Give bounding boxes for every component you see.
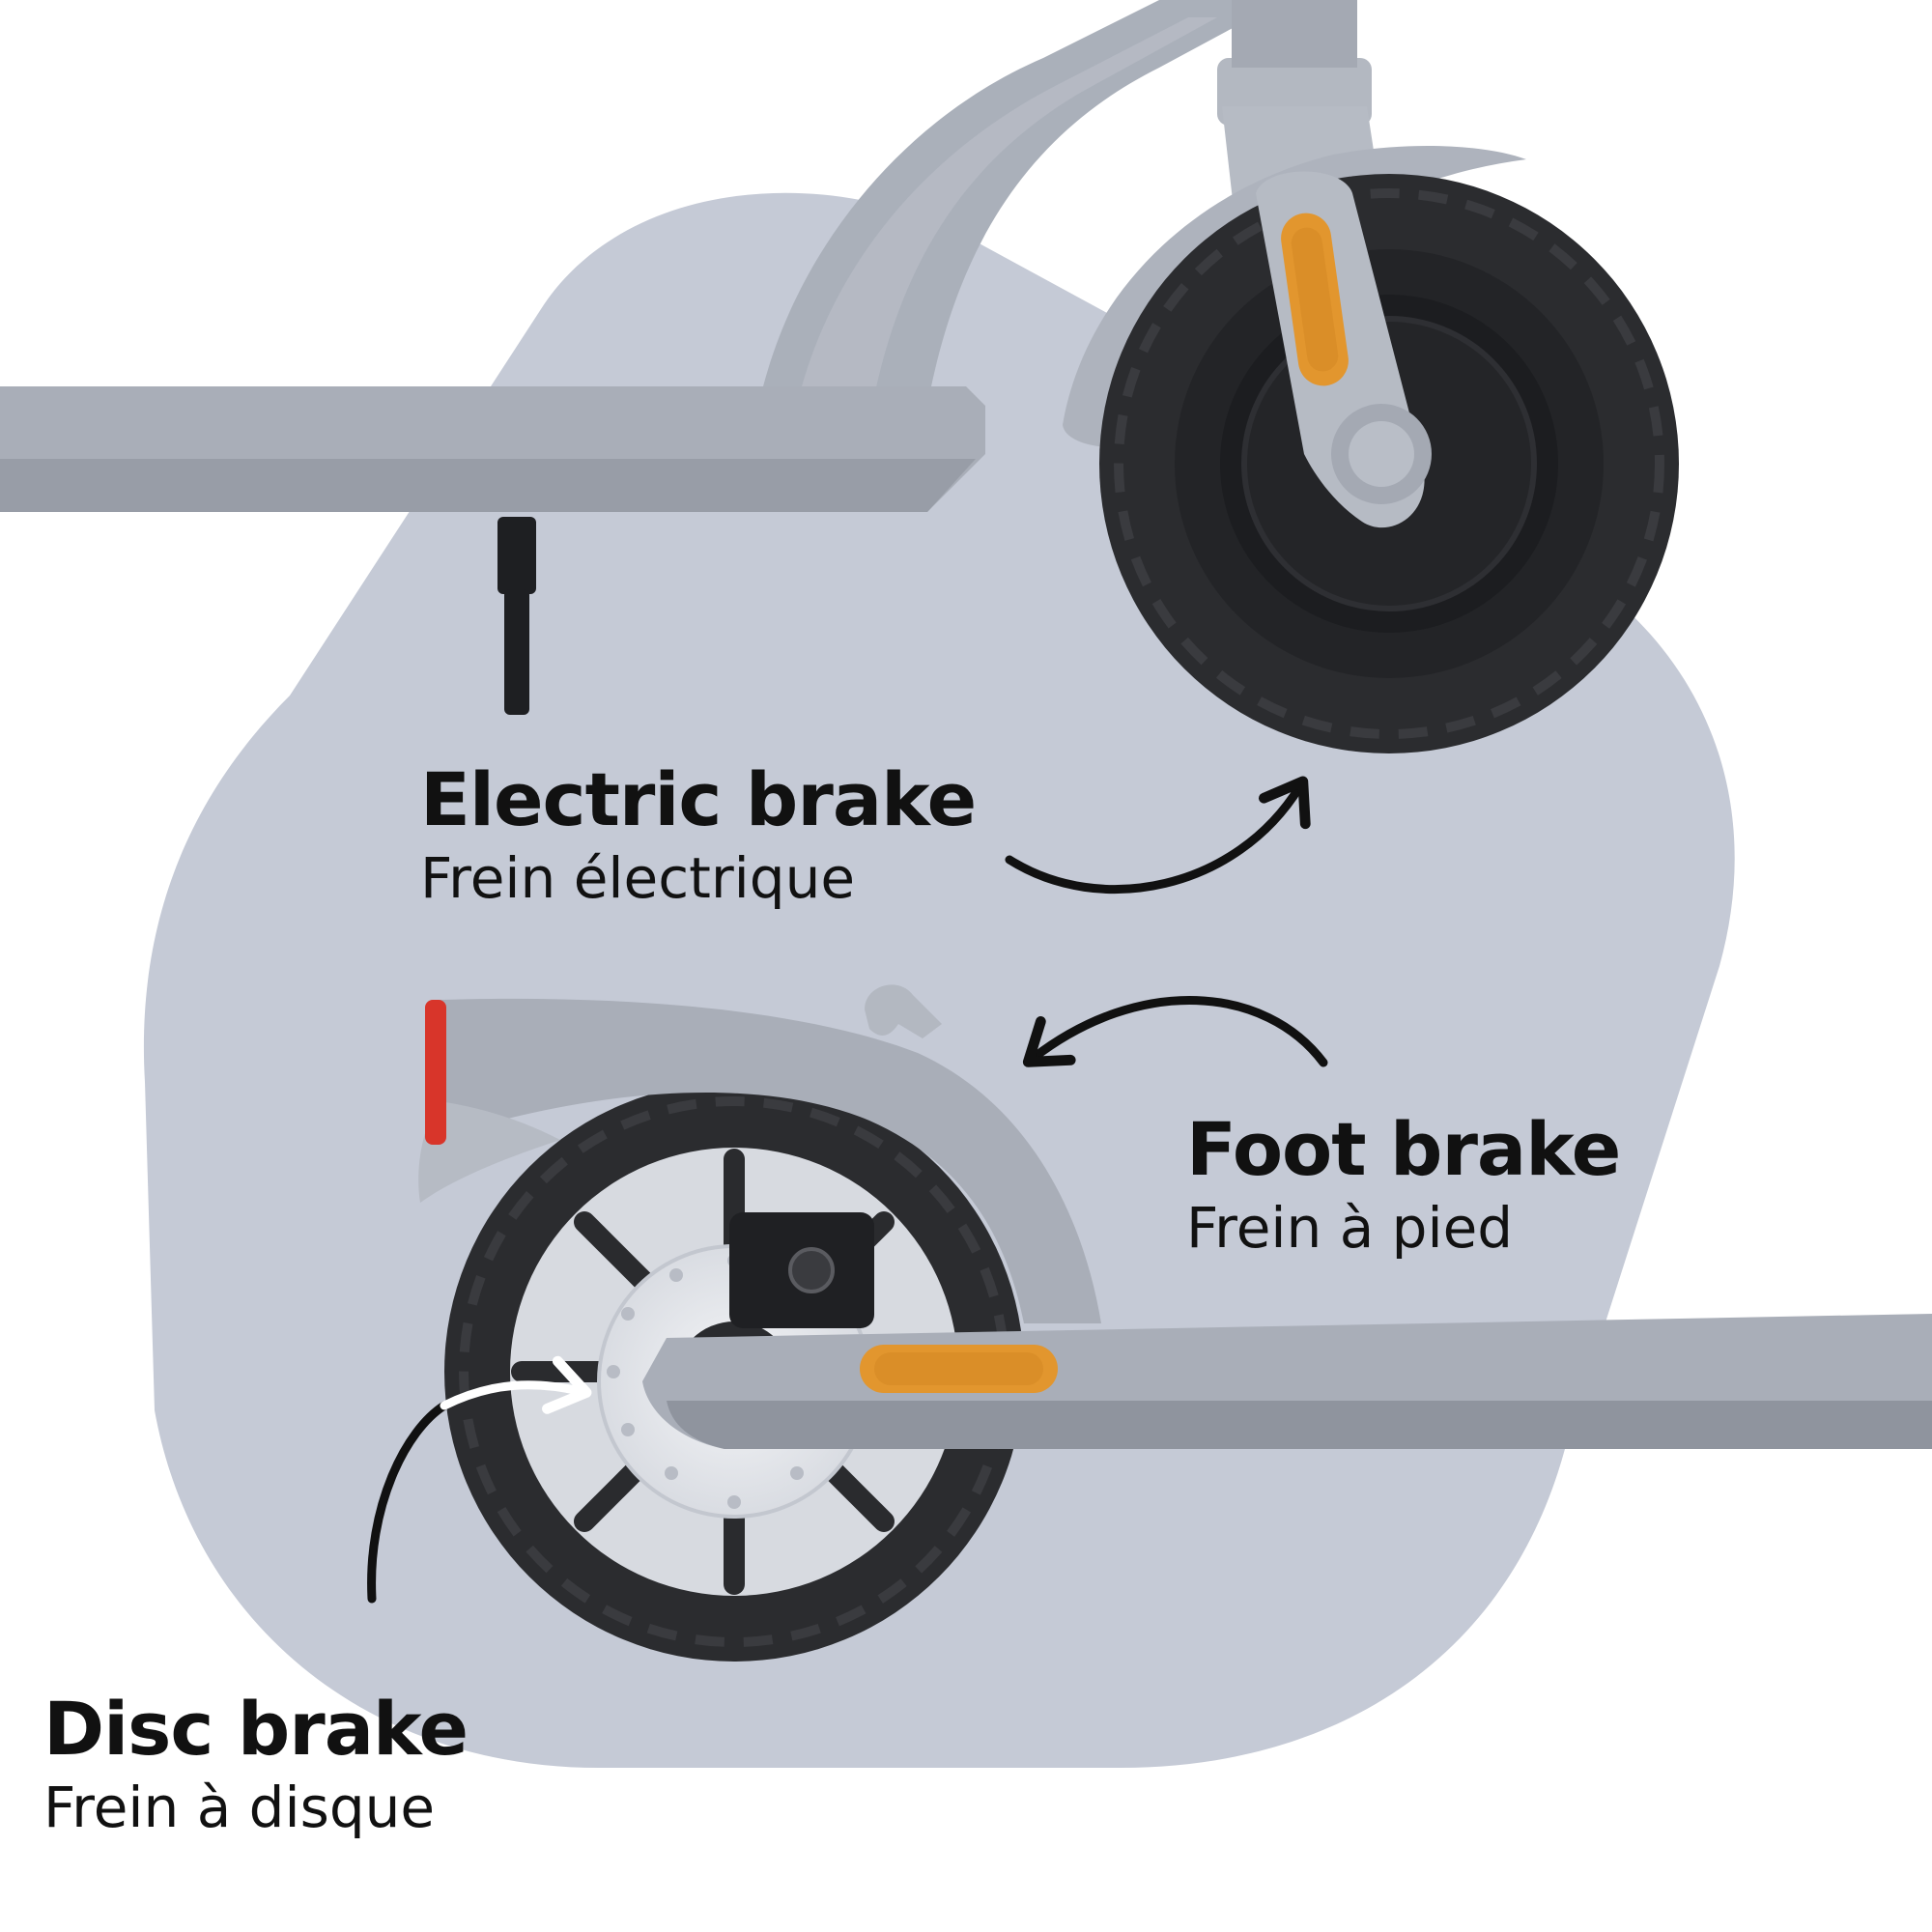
foot-brake-hook bbox=[865, 984, 942, 1038]
top-deck-underside bbox=[0, 459, 976, 512]
rear-fender bbox=[435, 998, 1101, 1323]
front-tire-tread bbox=[1114, 188, 1664, 739]
foot-brake-arrow bbox=[1022, 996, 1328, 1067]
deck-reflector bbox=[860, 1345, 1058, 1393]
disc-brake-arrow-light bbox=[440, 1355, 592, 1414]
bottom-deck-underside bbox=[667, 1401, 1932, 1449]
electric-brake-arrow bbox=[1005, 776, 1311, 895]
fork-collar-top bbox=[1232, 0, 1357, 68]
disc-brake-subtitle: Frein à disque bbox=[43, 1775, 436, 1840]
front-axle-cap-inner bbox=[1349, 421, 1414, 487]
disc-brake-label: Disc brake Frein à disque bbox=[43, 1686, 469, 1840]
deck-reflector-texture bbox=[874, 1352, 1043, 1385]
front-reflector-texture bbox=[1291, 227, 1339, 372]
kickstand-leg bbox=[504, 589, 529, 715]
foot-brake-title: Foot brake bbox=[1186, 1106, 1621, 1192]
disc-brake-title: Disc brake bbox=[43, 1686, 469, 1772]
scooter-stem-highlight bbox=[802, 17, 1217, 396]
foot-brake-subtitle: Frein à pied bbox=[1186, 1195, 1514, 1261]
caliper-bolt bbox=[788, 1247, 835, 1293]
electric-brake-title: Electric brake bbox=[420, 756, 977, 842]
rear-fender-tip bbox=[418, 1101, 560, 1203]
electric-brake-label: Electric brake Frein électrique bbox=[420, 756, 977, 911]
foot-brake-label: Foot brake Frein à pied bbox=[1186, 1106, 1621, 1261]
electric-brake-subtitle: Frein électrique bbox=[420, 845, 856, 911]
front-reflector bbox=[1281, 213, 1349, 386]
kickstand-spring bbox=[497, 517, 536, 594]
disc-brake-arrow-dark bbox=[367, 1401, 449, 1604]
tail-light bbox=[425, 1000, 446, 1145]
